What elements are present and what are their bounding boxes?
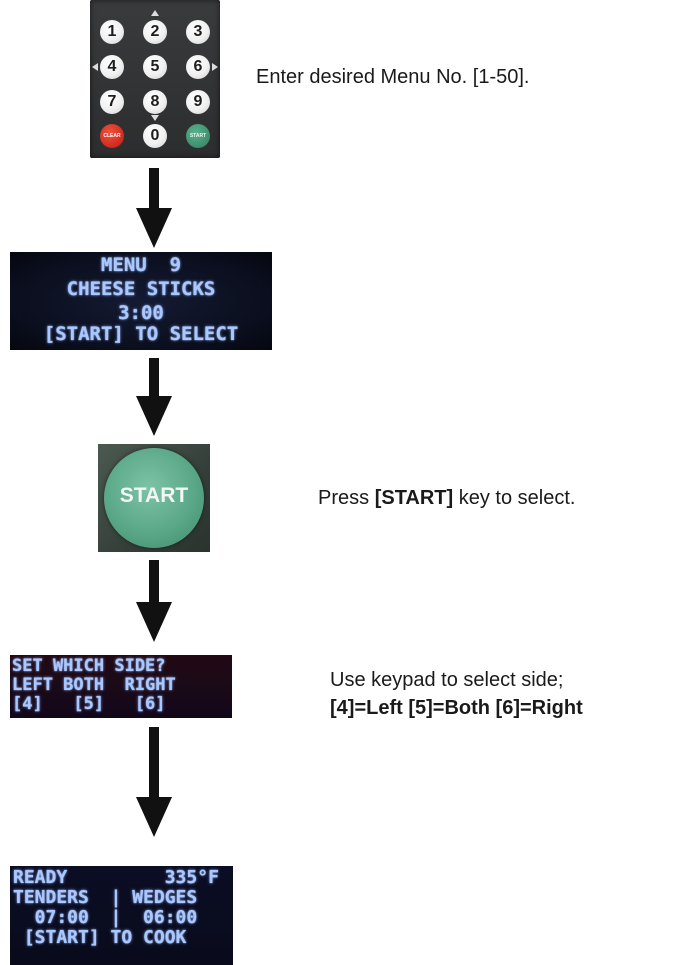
step4-instruction-line2: [4]=Left [5]=Both [6]=Right (330, 697, 583, 719)
display-line: SET WHICH SIDE? (12, 656, 166, 676)
keypad-right-arrow-icon (212, 63, 218, 71)
keypad-down-arrow-icon (151, 115, 159, 121)
step3-suffix: key to select. (453, 487, 576, 509)
keypad-key-0: 0 (143, 124, 167, 148)
keypad-key-6: 6 (186, 55, 210, 79)
down-arrow-icon (136, 358, 172, 438)
display-line: 3:00 (118, 302, 164, 324)
keypad-key-7: 7 (100, 90, 124, 114)
step4-instruction-line1: Use keypad to select side; (330, 669, 564, 691)
down-arrow-icon (136, 560, 172, 646)
display-line: [START] TO COOK (13, 927, 187, 948)
keypad-key-8: 8 (143, 90, 167, 114)
ready-display: READY 335°F TENDERS | WEDGES 07:00 | 06:… (10, 866, 233, 965)
start-button-label: START (119, 484, 189, 507)
display-line: [4] [5] [6] (12, 694, 166, 714)
menu-display: MENU 9 CHEESE STICKS 3:00 [START] TO SEL… (10, 252, 272, 350)
keypad-key-5: 5 (143, 55, 167, 79)
display-line: READY 335°F (13, 867, 219, 888)
keypad-key-start: START (186, 124, 210, 148)
step3-prefix: Press (318, 487, 375, 509)
side-select-display: SET WHICH SIDE? LEFT BOTH RIGHT [4] [5] … (10, 655, 232, 718)
step3-instruction: Press [START] key to select. (318, 487, 575, 510)
down-arrow-icon (136, 168, 172, 248)
keypad-key-9: 9 (186, 90, 210, 114)
step3-key: [START] (374, 487, 454, 509)
keypad-key-4: 4 (100, 55, 124, 79)
step1-instruction: Enter desired Menu No. [1-50]. (256, 66, 530, 88)
keypad-left-arrow-icon (92, 63, 98, 71)
display-line: TENDERS | WEDGES (13, 887, 198, 908)
display-line: CHEESE STICKS (66, 278, 216, 300)
keypad-up-arrow-icon (151, 10, 159, 16)
display-line: [START] TO SELECT (43, 323, 239, 345)
display-line: LEFT BOTH RIGHT (12, 675, 176, 695)
start-button-photo: START (98, 444, 210, 552)
keypad-key-clear: CLEAR (100, 124, 124, 148)
display-line: 07:00 | 06:00 (13, 907, 198, 928)
keypad-key-1: 1 (100, 20, 124, 44)
keypad-key-3: 3 (186, 20, 210, 44)
display-line: MENU 9 (100, 254, 182, 276)
keypad-photo: 1 2 3 4 5 6 7 8 9 CLEAR 0 START (90, 0, 220, 158)
keypad-key-2: 2 (143, 20, 167, 44)
start-button-circle (104, 448, 204, 548)
down-arrow-icon (136, 727, 172, 843)
